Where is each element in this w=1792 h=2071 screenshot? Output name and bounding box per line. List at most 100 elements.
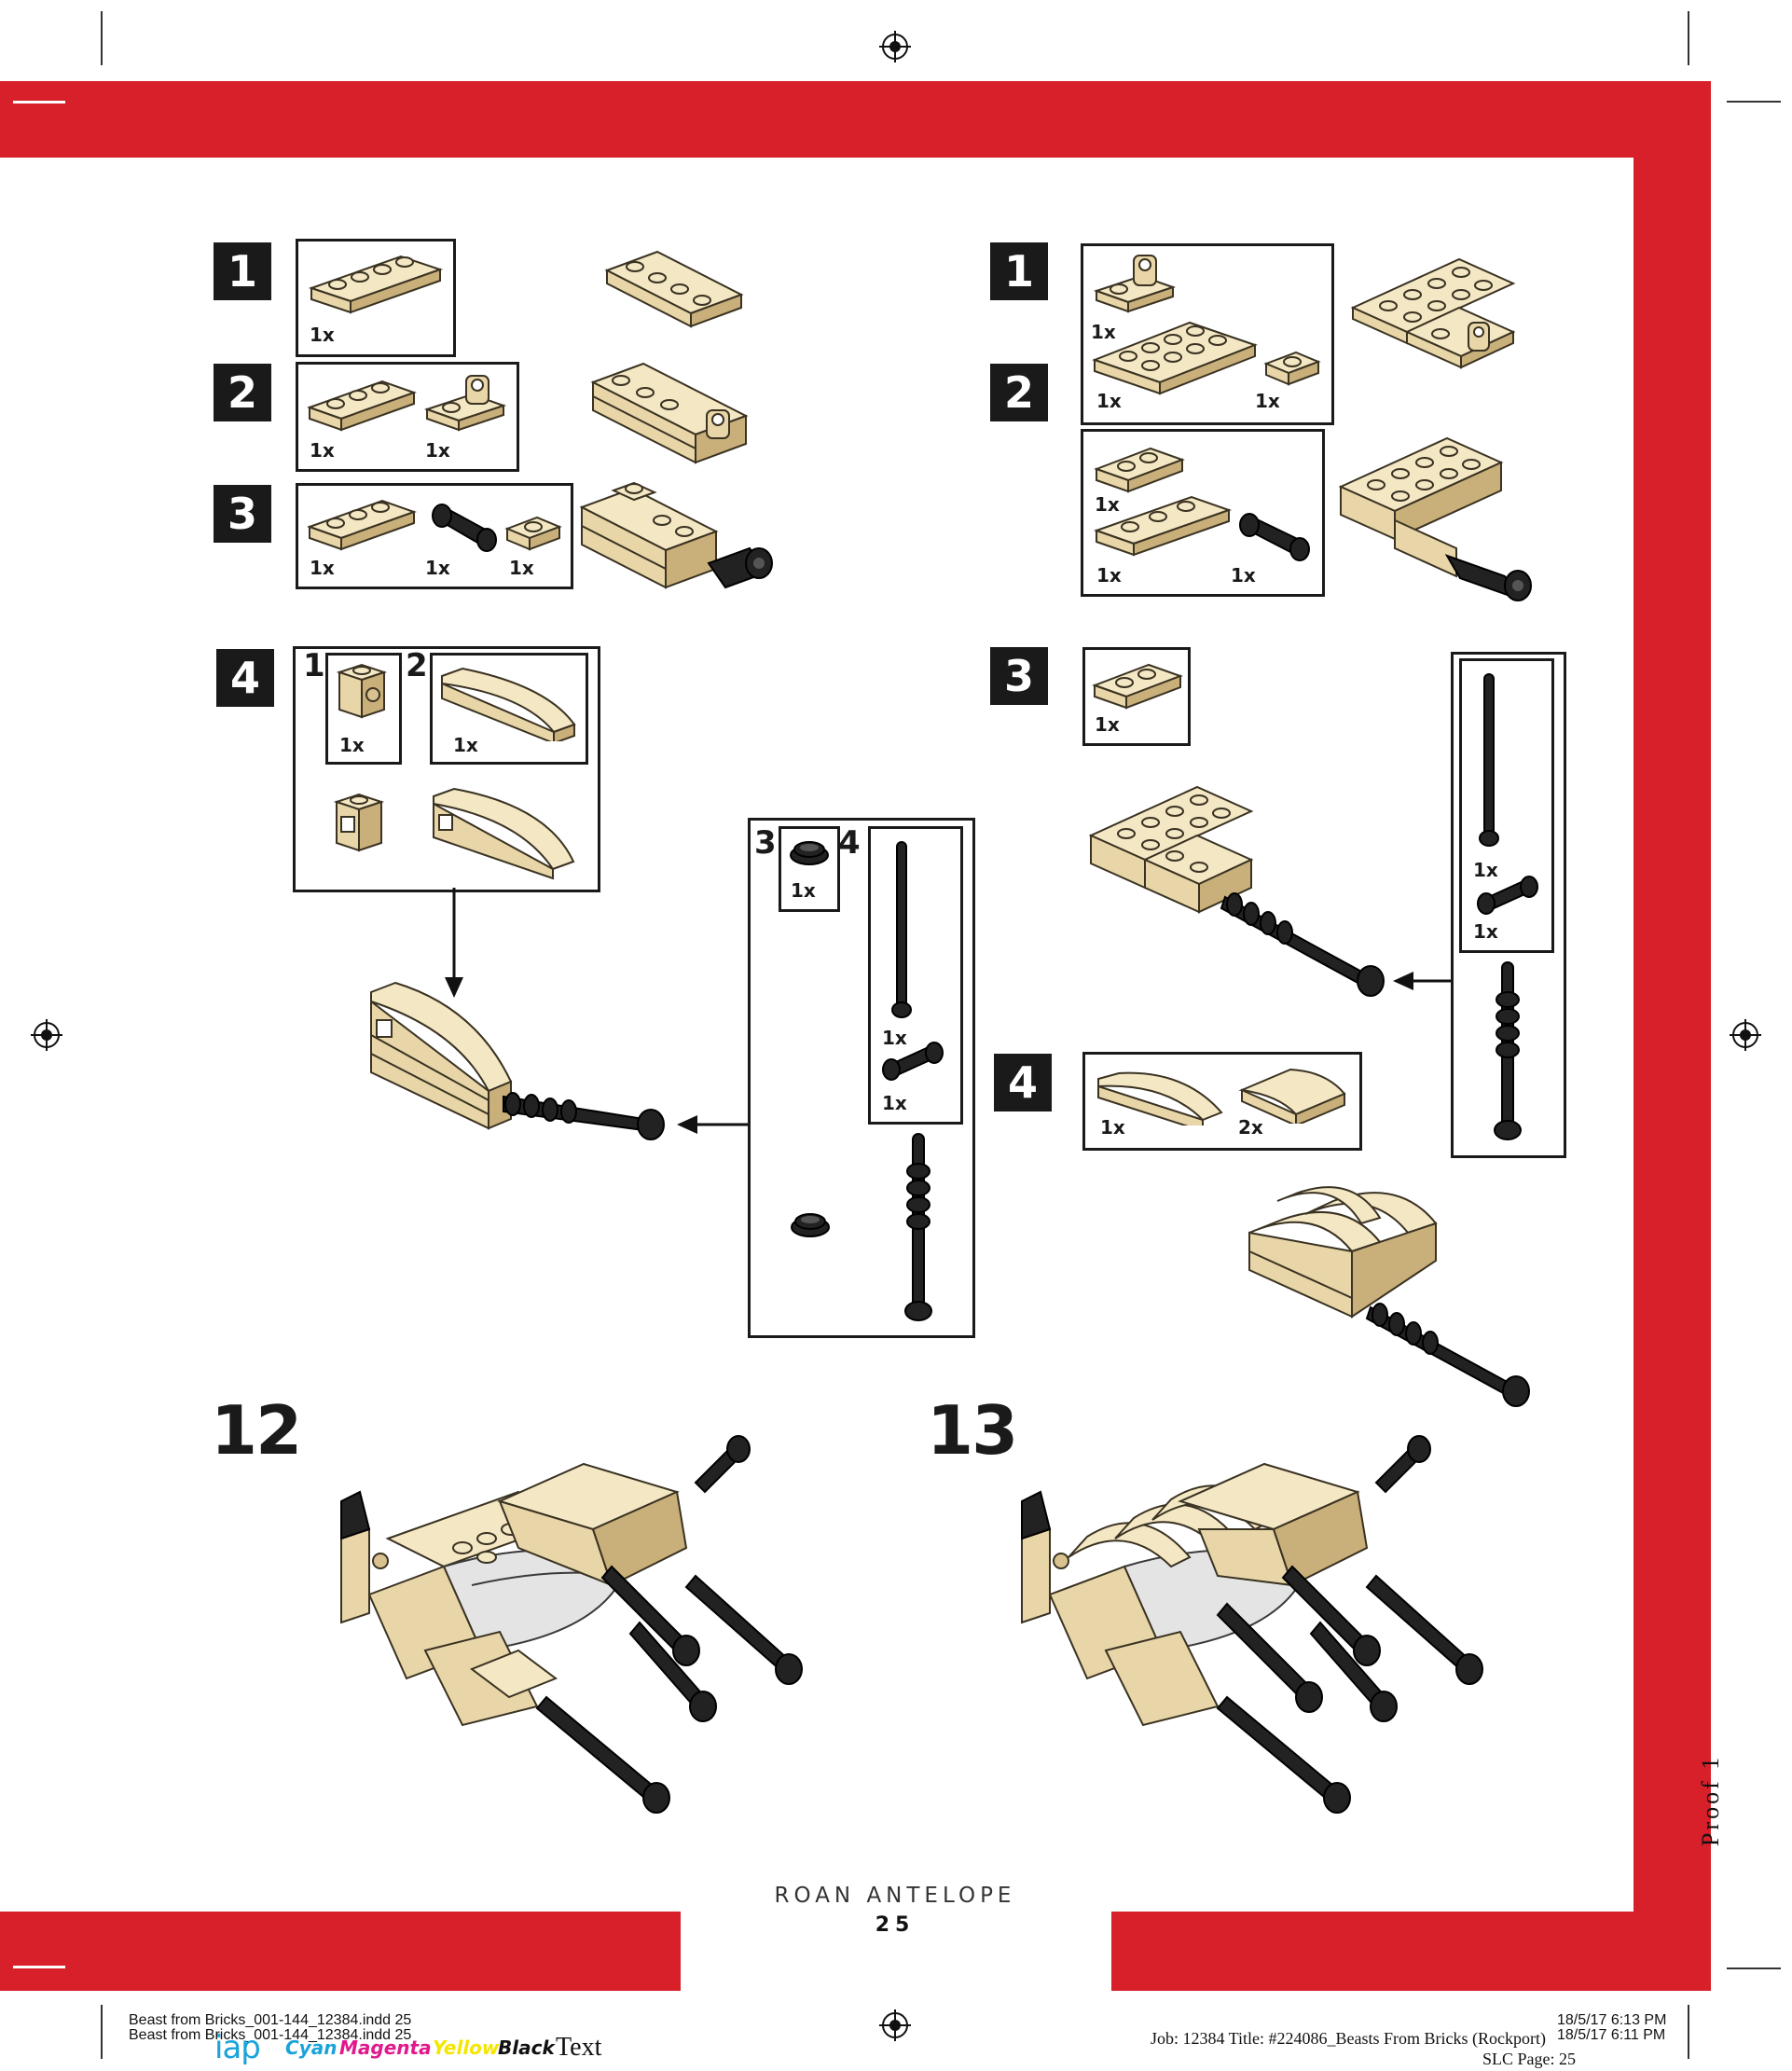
slug-file-line-1: Beast from Bricks_001-144_12384.indd 25 bbox=[129, 2012, 412, 2028]
slug-date-1: 18/5/17 6:13 PM bbox=[1557, 2012, 1667, 2028]
parts-box-step-3-right: 1x bbox=[1082, 647, 1191, 746]
qty-label: 1x bbox=[1095, 493, 1120, 516]
red-border-bottom-left bbox=[0, 1912, 681, 1991]
black-round-tile-icon bbox=[791, 1213, 830, 1237]
model-step-12 bbox=[340, 1435, 803, 1814]
registration-mark-icon bbox=[1730, 1019, 1761, 1051]
parts-box-step-4-left: 1 2 1x 1x bbox=[293, 646, 600, 892]
substep-number: 2 bbox=[406, 647, 428, 684]
page-title: ROAN ANTELOPE bbox=[774, 1884, 1016, 1908]
qty-label: 1x bbox=[339, 734, 365, 756]
parts-box-step-1-left: 1x bbox=[296, 239, 456, 357]
tan-plate-1x2-icon bbox=[1094, 447, 1185, 493]
step-3-right: 3 bbox=[990, 647, 1048, 705]
white-tick bbox=[13, 101, 65, 104]
white-tick bbox=[13, 1966, 65, 1968]
crop-mark bbox=[1688, 11, 1689, 65]
tan-plate-1x1-icon bbox=[1263, 351, 1321, 386]
leg-parts-inner-box: 1x 1x bbox=[1459, 658, 1554, 953]
assembly-result-step-2-left bbox=[590, 362, 749, 464]
tan-clip-plate-icon bbox=[423, 375, 507, 432]
arrow-left-icon bbox=[1393, 972, 1453, 990]
assembly-result-leg-left bbox=[370, 981, 665, 1140]
substep-number: 3 bbox=[754, 824, 777, 862]
qty-label: 1x bbox=[1473, 920, 1498, 943]
black-bar-icon bbox=[891, 841, 912, 1018]
slug-slc-page: SLC Page: 25 bbox=[1482, 2050, 1577, 2068]
tan-plate-1x1-icon bbox=[504, 516, 562, 551]
leg-parts-box-right: 1x 1x bbox=[1451, 652, 1566, 1158]
black-pin-connector-icon bbox=[882, 1042, 944, 1081]
main-step-12: 12 bbox=[211, 1391, 302, 1470]
substep-box-2: 1x bbox=[430, 653, 588, 765]
tan-plate-1x3-icon bbox=[307, 380, 417, 432]
slug-file-line-2: Beast from Bricks_001-144_12384.indd 25 bbox=[129, 2027, 412, 2043]
qty-label: 1x bbox=[1096, 564, 1122, 587]
parts-box-step-1-right: 1x 1x 1x bbox=[1081, 243, 1334, 425]
assembly-result-step-3-left bbox=[579, 481, 773, 589]
slug-text: Text bbox=[556, 2033, 602, 2062]
page-number: 25 bbox=[875, 1913, 916, 1937]
qty-label: 1x bbox=[1091, 321, 1116, 343]
tan-curved-slope-icon bbox=[441, 667, 576, 741]
black-pin-connector-icon bbox=[1239, 513, 1310, 561]
step-4-right: 4 bbox=[994, 1054, 1052, 1111]
qty-label: 1x bbox=[882, 1092, 907, 1114]
slug-proof: Proof 1 bbox=[1697, 1754, 1724, 1846]
slug-cyan: Cyan bbox=[285, 2036, 338, 2059]
black-pin-connector-icon bbox=[1477, 876, 1538, 915]
tan-plate-1x3-icon bbox=[1093, 495, 1233, 557]
crop-mark bbox=[1688, 2005, 1689, 2059]
red-border-bottom-right bbox=[1111, 1912, 1711, 1991]
tan-plate-1x2-icon bbox=[1092, 663, 1183, 710]
qty-label: 1x bbox=[1100, 1116, 1125, 1139]
tan-plate-1x4-icon bbox=[308, 255, 444, 314]
qty-label: 1x bbox=[453, 734, 478, 756]
assembled-black-leg-icon bbox=[1494, 961, 1522, 1140]
slug-magenta: Magenta bbox=[339, 2036, 432, 2059]
step-3-left: 3 bbox=[214, 485, 271, 543]
parts-box-step-3-left: 1x 1x 1x bbox=[296, 483, 573, 589]
tan-clip-plate-icon bbox=[1093, 255, 1177, 313]
registration-mark-icon bbox=[31, 1019, 62, 1051]
qty-label: 1x bbox=[310, 557, 335, 579]
step-4-left: 4 bbox=[216, 649, 274, 707]
main-step-13: 13 bbox=[927, 1391, 1018, 1470]
step-2-right: 2 bbox=[990, 364, 1048, 421]
qty-label: 1x bbox=[425, 557, 450, 579]
qty-label: 1x bbox=[1095, 713, 1120, 736]
slug-yellow: Yellow bbox=[433, 2036, 500, 2059]
iap-logo: iap bbox=[214, 2029, 261, 2066]
slug-black: Black bbox=[498, 2036, 555, 2059]
tan-plate-2x4-icon bbox=[1092, 321, 1258, 395]
step-2-left: 2 bbox=[214, 364, 271, 421]
assembly-result-step-3-right bbox=[1088, 785, 1385, 997]
assembly-result-step-4-right bbox=[1248, 1186, 1530, 1407]
substep-number: 4 bbox=[838, 824, 861, 862]
red-border-right bbox=[1633, 81, 1711, 1991]
substep-box-3: 1x bbox=[779, 826, 840, 912]
black-round-tile-icon bbox=[790, 841, 829, 865]
substep-number: 1 bbox=[303, 647, 325, 684]
model-step-13 bbox=[1021, 1435, 1483, 1814]
substep-box-1: 1x bbox=[325, 653, 402, 765]
qty-label: 1x bbox=[1255, 390, 1280, 412]
step-1-right: 1 bbox=[990, 242, 1048, 300]
crop-mark bbox=[1727, 1967, 1781, 1969]
step-1-left: 1 bbox=[214, 242, 271, 300]
assembly-result-step-1-right bbox=[1350, 257, 1516, 369]
substep-result-2 bbox=[433, 787, 575, 880]
crop-mark bbox=[101, 2005, 103, 2059]
tan-curved-slope-icon bbox=[1097, 1071, 1223, 1125]
qty-label: 1x bbox=[1096, 390, 1122, 412]
leg-parts-box-left: 3 4 1x 1x 1x bbox=[748, 818, 975, 1338]
parts-box-step-4-right: 1x 2x bbox=[1082, 1052, 1362, 1151]
tan-plate-1x3-icon bbox=[307, 499, 417, 551]
assembled-black-leg-icon bbox=[904, 1133, 932, 1321]
qty-label: 1x bbox=[791, 879, 816, 902]
qty-label: 1x bbox=[1473, 859, 1498, 881]
registration-mark-icon bbox=[879, 2009, 911, 2041]
tan-brick-1x1-with-hole-icon bbox=[336, 663, 388, 719]
substep-result-1 bbox=[333, 793, 385, 852]
tan-curved-slope-2x2-icon bbox=[1238, 1068, 1346, 1124]
